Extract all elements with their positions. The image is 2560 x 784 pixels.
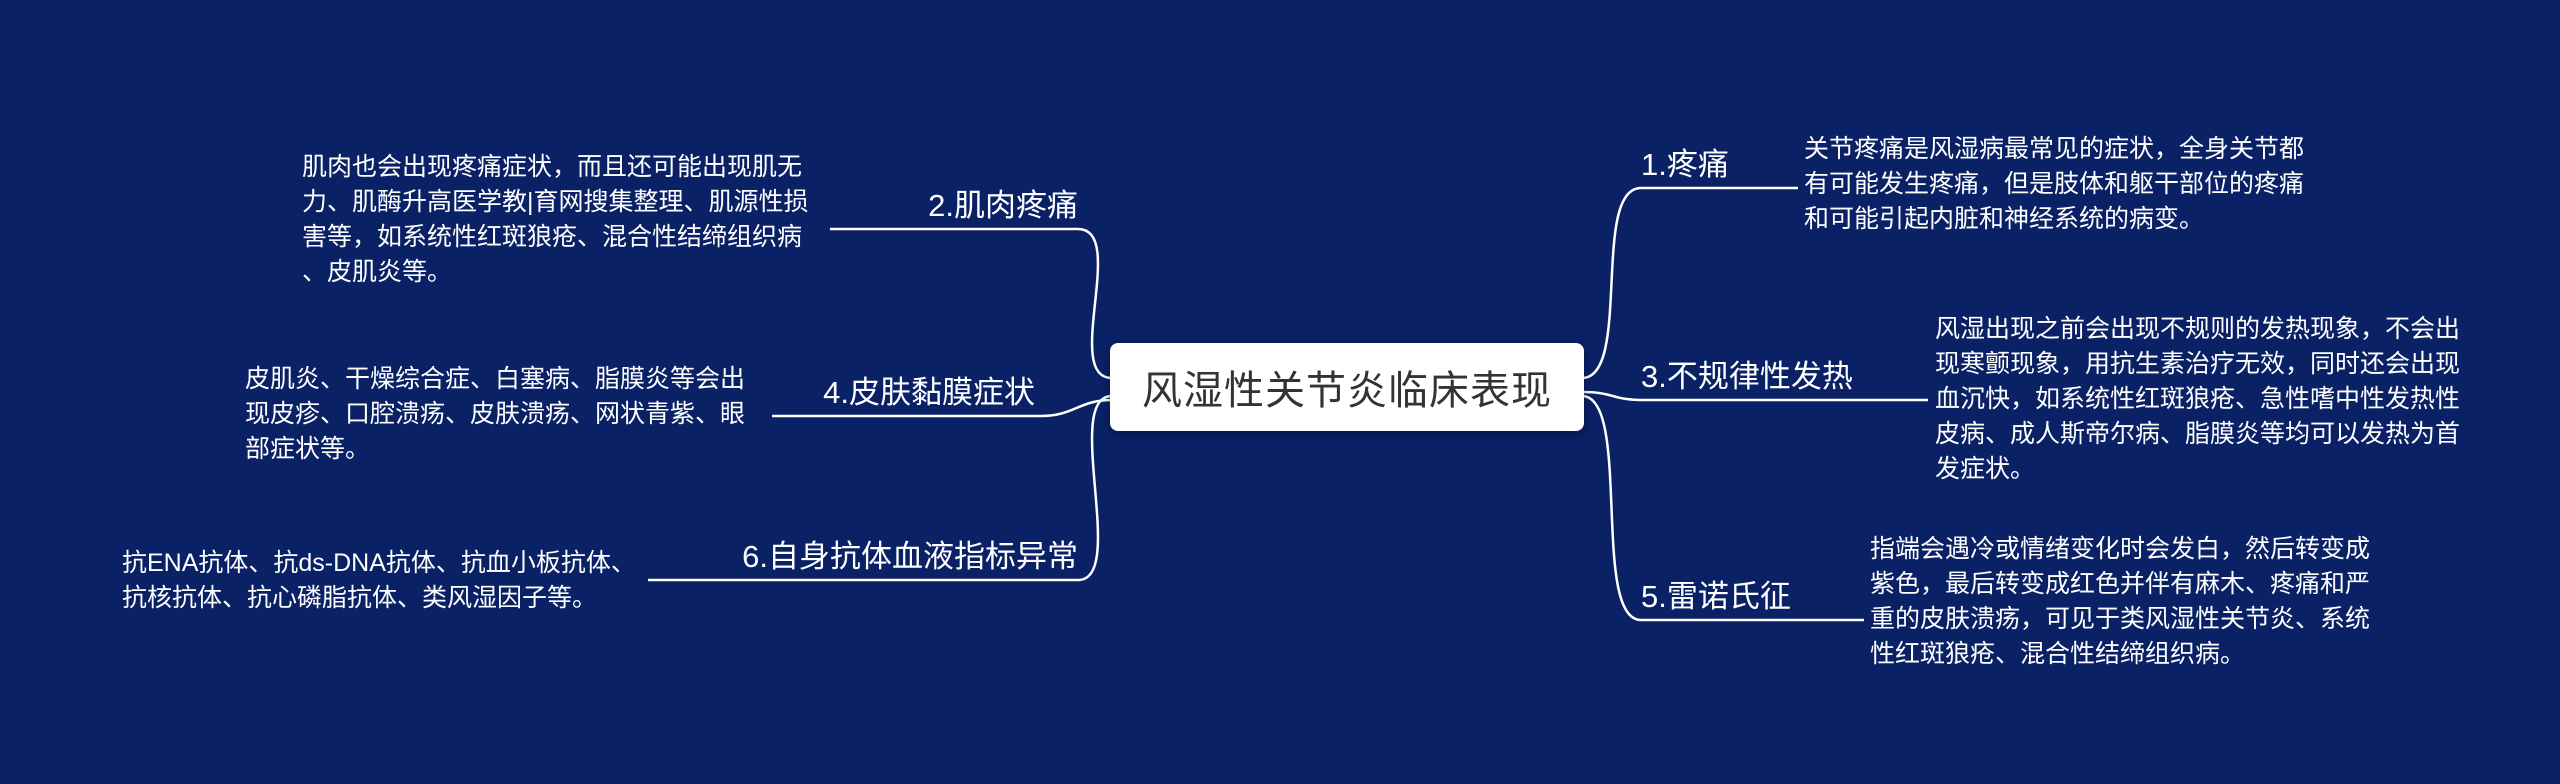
connector-muscle-pain	[830, 227, 1113, 380]
branch-node-irregular-fever[interactable]: 3.不规律性发热	[1641, 359, 1853, 394]
center-node-title: 风湿性关节炎临床表现	[1142, 369, 1552, 413]
branch-node-raynaud[interactable]: 5.雷诺氏征	[1641, 579, 1791, 614]
branch-node-muscle-pain[interactable]: 2.肌肉疼痛	[928, 188, 1078, 223]
branch-desc-irregular-fever[interactable]: 风湿出现之前会出现不规则的发热现象，不会出现寒颤现象，用抗生素治疗无效，同时还会…	[1935, 315, 2461, 483]
connector-autoantibody	[648, 394, 1113, 582]
connector-raynaud	[1581, 394, 1864, 622]
branch-node-pain[interactable]: 1.疼痛	[1641, 147, 1729, 182]
branch-node-skin-mucosa[interactable]: 4.皮肤黏膜症状	[823, 375, 1035, 410]
branch-desc-raynaud[interactable]: 指端会遇冷或情绪变化时会发白，然后转变成紫色，最后转变成红色并伴有麻木、疼痛和严…	[1870, 535, 2371, 668]
branch-desc-skin-mucosa[interactable]: 皮肌炎、干燥综合症、白塞病、脂膜炎等会出现皮疹、口腔溃疡、皮肤溃疡、网状青紫、眼…	[245, 365, 746, 463]
branch-desc-pain[interactable]: 关节疼痛是风湿病最常见的症状，全身关节都有可能发生疼痛，但是肢体和躯干部位的疼痛…	[1804, 135, 2305, 233]
branch-node-autoantibody[interactable]: 6.自身抗体血液指标异常	[742, 539, 1078, 574]
branch-desc-autoantibody[interactable]: 抗ENA抗体、抗ds-DNA抗体、抗血小板抗体、抗核抗体、抗心磷脂抗体、类风湿因…	[122, 549, 636, 612]
branch-desc-muscle-pain[interactable]: 肌肉也会出现疼痛症状，而且还可能出现肌无力、肌酶升高医学教|育网搜集整理、肌源性…	[302, 153, 809, 286]
connector-pain	[1581, 186, 1798, 380]
connector-irregular-fever	[1581, 390, 1928, 402]
center-node[interactable]: 风湿性关节炎临床表现	[1110, 343, 1584, 431]
